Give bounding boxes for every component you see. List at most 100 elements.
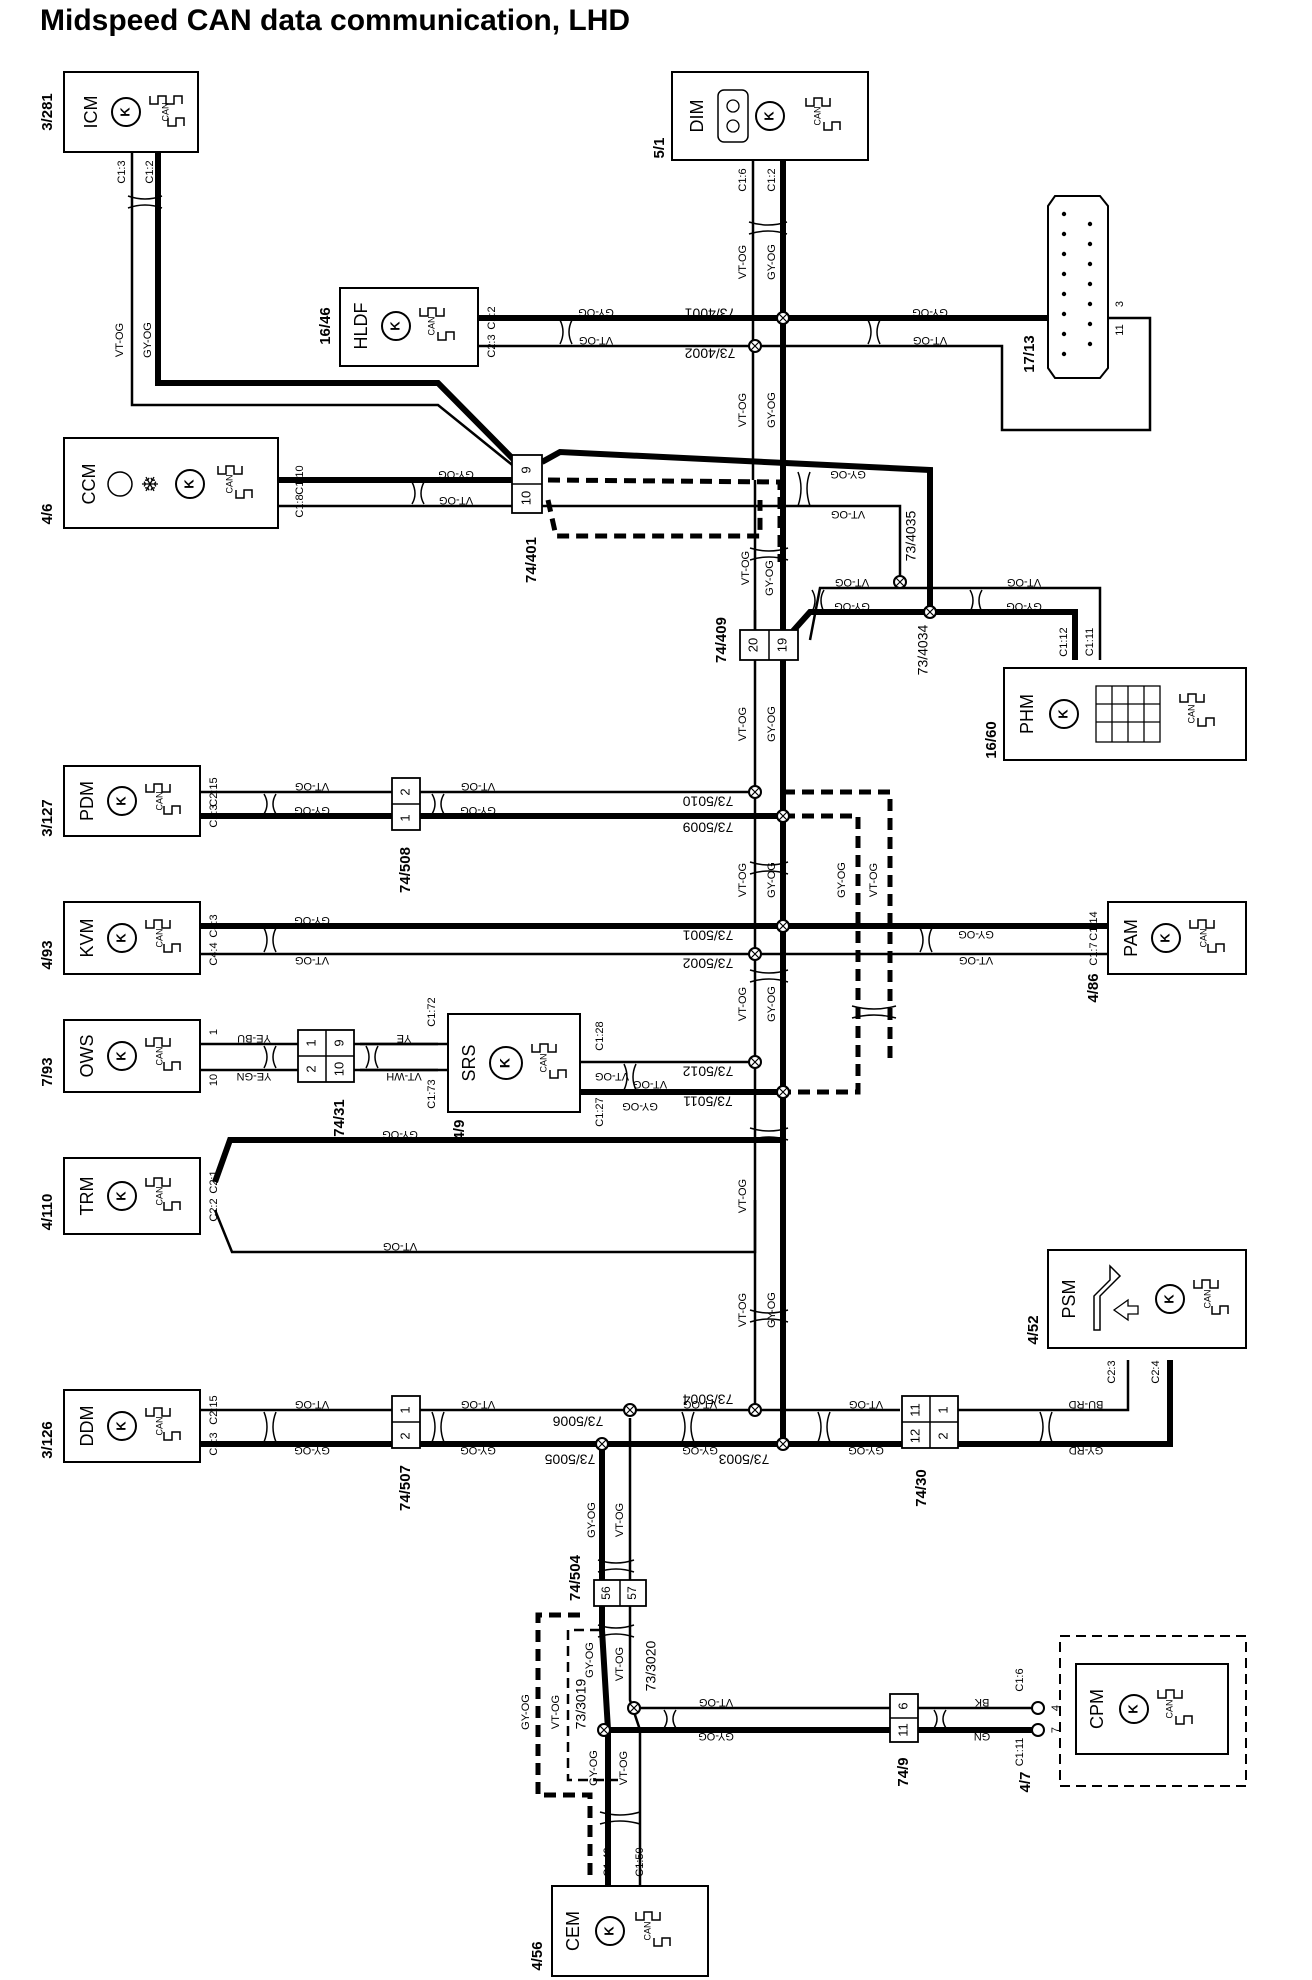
can-signal-icon xyxy=(1189,919,1225,953)
pin-label: C4:3 xyxy=(208,914,220,937)
wire-color-label: GY-OG xyxy=(766,244,778,280)
control-unit-icon: K xyxy=(1055,709,1070,719)
twist-mark xyxy=(263,1045,277,1069)
control-unit-icon xyxy=(595,1916,625,1946)
pin-label: 2 xyxy=(303,1065,318,1072)
splice-73-5012 xyxy=(748,1055,762,1069)
wire-color-label: YE xyxy=(397,1032,412,1044)
pin-label: 9 xyxy=(331,1039,346,1046)
splice-label: 73/4035 xyxy=(903,510,919,561)
fan-icon xyxy=(107,471,133,497)
module-ref: 4/6 xyxy=(39,504,56,525)
splice-label: 73/5006 xyxy=(552,1413,603,1429)
module-trm: TRM K CAN 4/110 xyxy=(39,1157,201,1235)
pin-label: C1:14 xyxy=(1088,911,1100,940)
control-unit-icon: K xyxy=(761,111,776,121)
wire-color-label: GY-OG xyxy=(294,914,330,926)
can-signal-icon xyxy=(635,1911,671,1947)
control-unit-icon: K xyxy=(497,1058,513,1068)
connector-74-504: 56 57 74/504 xyxy=(567,1554,647,1607)
module-ref: 5/1 xyxy=(651,138,668,159)
wire-color-label: GY-OG xyxy=(142,322,154,358)
twist-mark xyxy=(749,861,789,875)
control-unit-icon: K xyxy=(1157,933,1172,943)
connector-74-9: 6 11 74/9 xyxy=(889,1693,919,1787)
pin-label: 19 xyxy=(774,638,789,652)
can-label: CAN xyxy=(154,928,164,947)
can-signal-icon xyxy=(145,1177,181,1211)
pin-label: 1 xyxy=(397,1406,412,1413)
module-label: OWS xyxy=(77,1035,97,1078)
twist-marks xyxy=(127,195,1053,1825)
pin-label: C1:11 xyxy=(1084,628,1096,657)
pin-label: 1 xyxy=(208,1029,220,1035)
control-unit-icon: K xyxy=(601,1926,616,1936)
pin-label: C1:8 xyxy=(294,494,306,517)
module-phm: PHM K CAN 16/60 xyxy=(983,667,1247,761)
wire-color-label: BU-RD xyxy=(1069,1398,1104,1410)
wire-color-label: VT-OG xyxy=(835,576,869,588)
pin-label: 20 xyxy=(745,638,760,652)
can-signal-icon xyxy=(145,919,181,953)
can-label: CAN xyxy=(160,102,170,121)
wire-color-label: VT-OG xyxy=(633,1078,667,1090)
wire-color-label: VT-OG xyxy=(913,334,947,346)
pin-label: C1:2 xyxy=(766,168,778,191)
module-ref: 16/60 xyxy=(983,721,1000,759)
module-hldf: HLDF K CAN 16/46 xyxy=(317,287,479,367)
splice-label: 73/4001 xyxy=(684,305,735,321)
wire-color-label: VT-OG xyxy=(959,954,993,966)
control-unit-icon: K xyxy=(113,1421,128,1431)
cem-dash-inner xyxy=(566,1628,618,1782)
twist-mark xyxy=(681,1411,695,1443)
control-unit-icon xyxy=(107,786,137,816)
can-signal-icon xyxy=(805,97,841,131)
wire-color-label: VT-OG xyxy=(737,987,749,1021)
twist-mark xyxy=(597,1624,635,1638)
wire-color-label: GY-OG xyxy=(294,804,330,816)
pin-label: C1:27 xyxy=(594,1097,606,1126)
module-label: HLDF xyxy=(351,302,371,349)
pin-label: 12 xyxy=(907,1429,922,1443)
instrument-icon xyxy=(726,119,740,133)
pin-label: C1:73 xyxy=(426,1079,438,1108)
can-label: CAN xyxy=(1164,1699,1174,1718)
wire-color-label: VT-OG xyxy=(295,780,329,792)
pin-label: 3 xyxy=(1114,301,1126,307)
connector-ref: 74/507 xyxy=(397,1465,414,1511)
splice-label: 73/3020 xyxy=(643,1640,659,1691)
wire-color-label: GY-OG xyxy=(294,1444,330,1456)
wire-color-label: GY-OG xyxy=(830,468,866,480)
can-label: CAN xyxy=(1202,1289,1212,1308)
diagnostic-pins xyxy=(1061,211,1093,357)
psm-bu-rd xyxy=(945,1360,1130,1412)
module-ref: 17/13 xyxy=(1021,335,1038,373)
twist-mark xyxy=(749,547,789,561)
can-label: CAN xyxy=(1198,928,1208,947)
control-unit-icon xyxy=(381,311,411,341)
dlc-loop xyxy=(755,316,1152,432)
module-label: DDM xyxy=(77,1406,97,1447)
wire-color-label: VT-OG xyxy=(579,334,613,346)
pin-label: 56 xyxy=(599,1586,613,1600)
wire-color-label: VT-OG xyxy=(683,1398,717,1410)
can-label: CAN xyxy=(224,474,234,493)
pin-label: C4:4 xyxy=(208,942,220,965)
pin-label: 11 xyxy=(907,1403,922,1417)
connector-ref: 74/409 xyxy=(713,617,730,663)
pin-label: C1:3 xyxy=(116,160,128,183)
module-label: PDM xyxy=(77,781,97,821)
wire-color-label: VT-OG xyxy=(737,1179,749,1213)
control-unit-icon: K xyxy=(387,321,402,331)
wire-color-label: GY-OG xyxy=(622,1100,658,1112)
can-signal-icon xyxy=(145,1037,181,1071)
control-unit-icon xyxy=(175,469,205,499)
can-label: CAN xyxy=(538,1053,548,1072)
pin-label: 10 xyxy=(518,491,533,505)
pin-label: 2 xyxy=(397,788,412,795)
trm-gy-og xyxy=(212,1137,783,1184)
twist-mark xyxy=(749,1309,789,1323)
icm-wire-vt xyxy=(130,150,517,469)
twist-mark xyxy=(851,1005,897,1019)
module-label: TRM xyxy=(77,1177,97,1216)
